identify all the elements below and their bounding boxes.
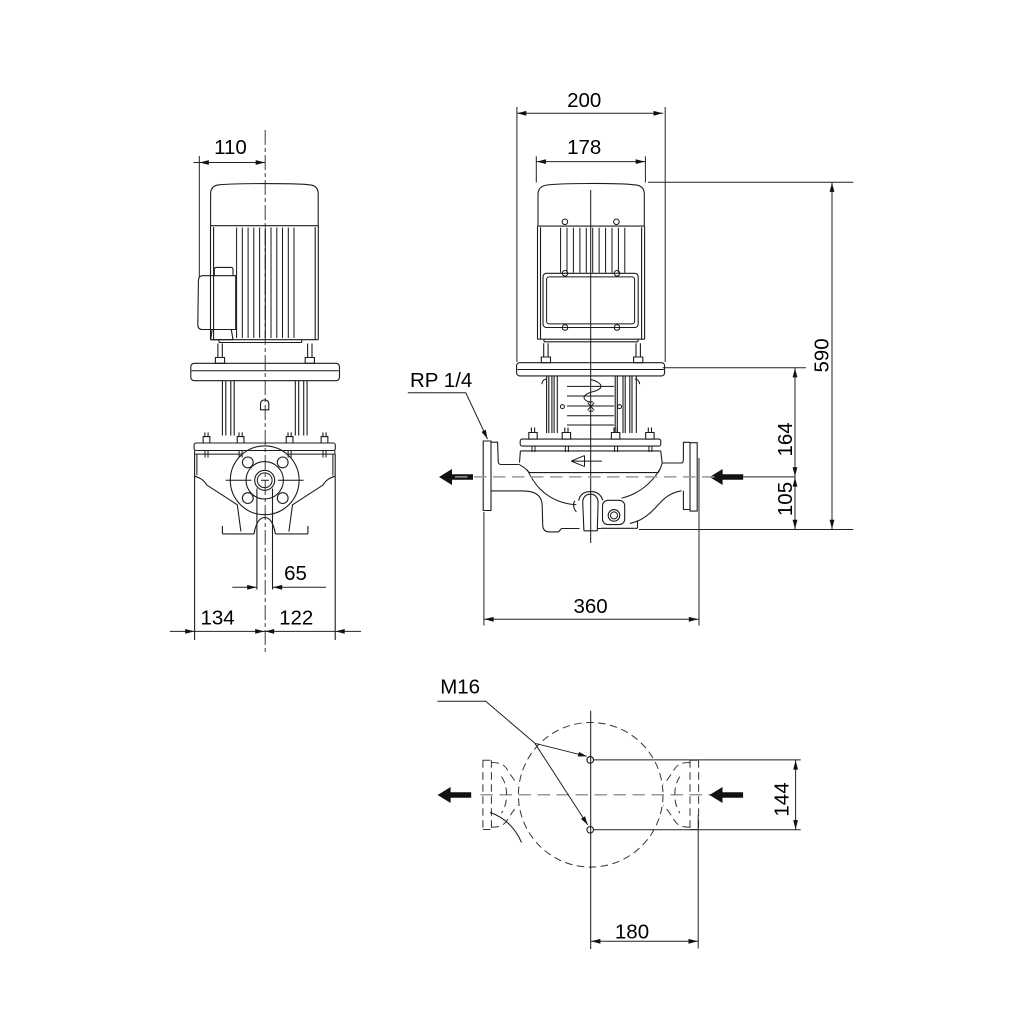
svg-text:200: 200: [567, 89, 601, 112]
svg-text:180: 180: [615, 921, 649, 944]
svg-text:144: 144: [770, 782, 793, 816]
svg-text:590: 590: [811, 338, 834, 372]
svg-text:134: 134: [200, 606, 234, 629]
svg-text:360: 360: [573, 595, 607, 618]
svg-text:65: 65: [284, 562, 307, 585]
svg-text:178: 178: [567, 136, 601, 159]
svg-text:105: 105: [774, 482, 797, 516]
svg-text:RP 1/4: RP 1/4: [410, 369, 472, 392]
svg-text:110: 110: [214, 136, 247, 159]
svg-text:122: 122: [279, 606, 313, 629]
svg-text:164: 164: [774, 422, 797, 456]
svg-text:M16: M16: [440, 675, 480, 698]
